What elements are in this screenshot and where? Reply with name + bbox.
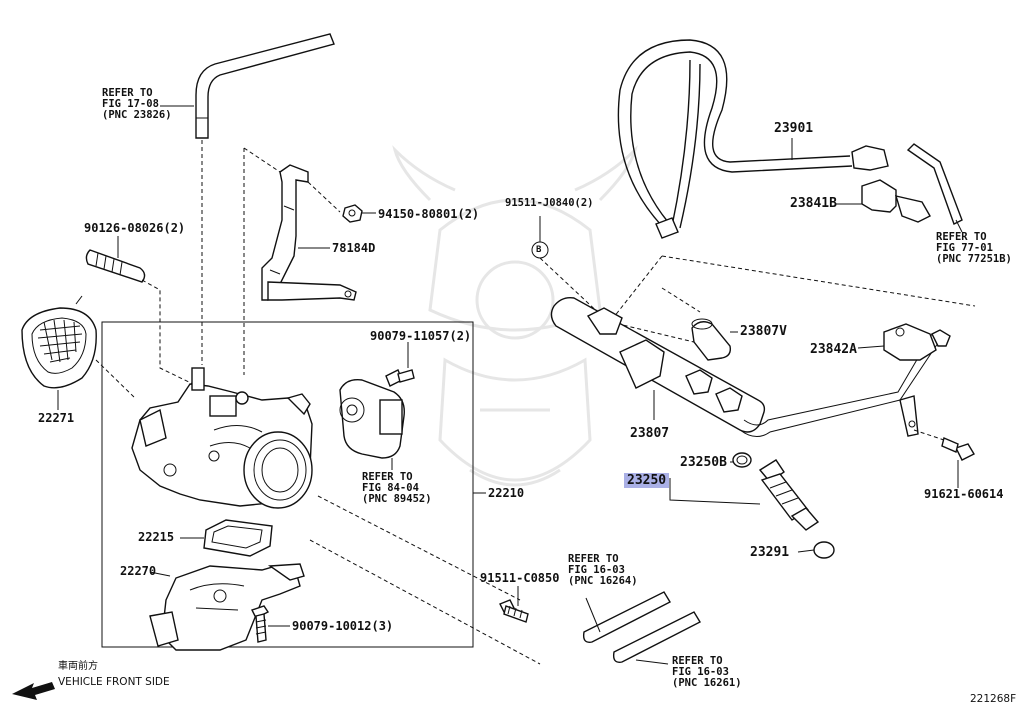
label-22210: 22210 [488,486,525,500]
label-90126-08026: 90126-08026(2) [84,221,186,235]
label-22271: 22271 [38,411,75,425]
label-91621-60614: 91621-60614 [924,487,1004,501]
ref-fig-77-01: REFER TO FIG 77-01 (PNC 77251B) [936,231,1012,265]
bolt-91621-60614 [913,429,975,488]
label-90079-10012: 90079-10012(3) [292,619,394,633]
throttle-body-assembly-box [101,321,474,648]
oring-23250b [730,452,752,468]
front-side-label-en: VEHICLE FRONT SIDE [58,676,170,688]
label-91511-c0850: 91511-C0850 [480,571,560,585]
ref-fig-17-08: REFER TO FIG 17-08 (PNC 23826) [102,87,172,121]
label-22270: 22270 [120,564,157,578]
callout-b: B [536,245,542,255]
bolt-90079-10012 [251,605,290,643]
label-23901: 23901 [774,121,814,136]
label-23807: 23807 [630,426,670,441]
delivery-pipe-23807 [550,296,951,437]
front-side-arrow [12,682,55,700]
label-23250-highlighted[interactable]: 23250 [624,473,670,488]
label-23841b: 23841B [790,196,837,211]
front-side-label-jp: 車両前方 [58,661,98,672]
damper-23807v [691,318,738,361]
iac-valve-22270 [149,563,305,651]
sensor-89452 [339,379,405,470]
bolt-90079-11057 [385,342,415,387]
figure-code: 221268F [970,693,1017,705]
ref-fig-16-03-16264: REFER TO FIG 16-03 (PNC 16264) [568,553,638,587]
label-91511-j0840: 91511-J0840(2) [505,197,594,209]
hose-23826 [160,33,335,365]
gasket-22271 [21,295,136,410]
label-23842a: 23842A [810,342,857,357]
bolt-91511-c0850 [499,586,529,623]
label-23250b: 23250B [680,455,727,470]
gasket-22215 [180,519,273,557]
label-90079-11057: 90079-11057(2) [370,329,472,343]
ref-fig-16-03-16261: REFER TO FIG 16-03 (PNC 16261) [672,655,742,689]
injector-23250 [669,459,820,531]
fuel-hose-23901 [617,39,889,239]
label-22215: 22215 [138,530,175,544]
pipes-16264-16261 [582,591,701,665]
pipe-77251b [906,143,963,233]
clip-23841b [836,179,931,223]
stud-90126-08026 [85,236,196,386]
label-23807v: 23807V [740,324,787,339]
label-78184d: 78184D [332,241,376,255]
label-23291: 23291 [750,545,790,560]
label-94150-80801: 94150-80801(2) [378,207,480,221]
ref-fig-84-04: REFER TO FIG 84-04 (PNC 89452) [362,471,432,505]
nut-94150-80801 [342,204,376,223]
ring-23291 [797,541,835,559]
clamp-23842a [857,323,937,361]
throttle-body-22210 [131,367,313,509]
bracket-78184d [243,147,357,375]
